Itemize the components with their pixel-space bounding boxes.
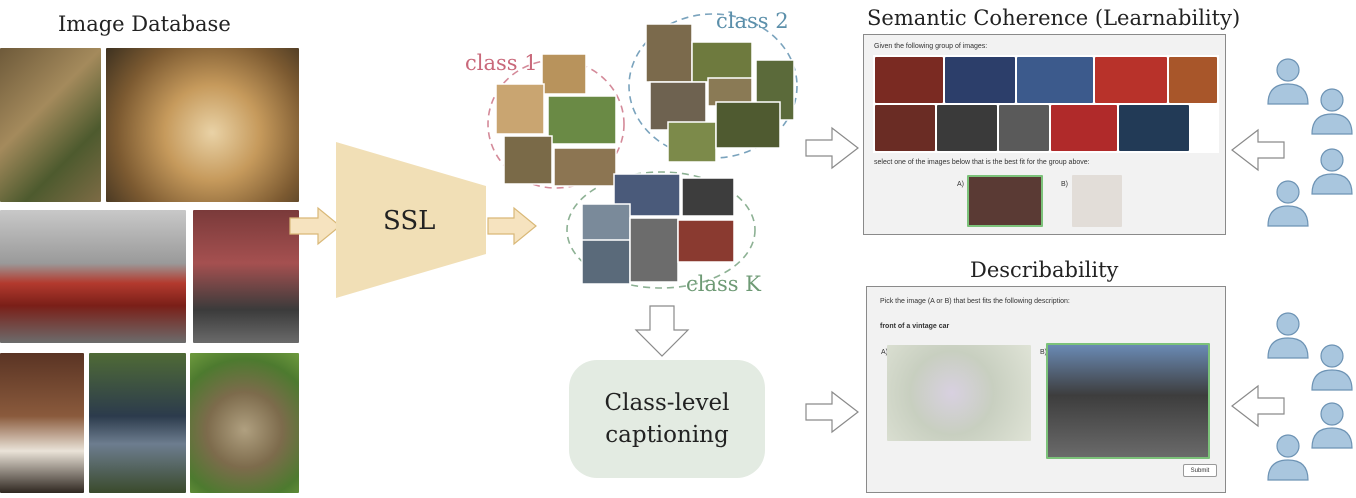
person-icon xyxy=(1267,180,1309,227)
describability-panel: Pick the image (A or B) that best fits t… xyxy=(866,286,1226,493)
arrow-annotators-to-semantic xyxy=(1231,128,1285,172)
describability-option-b-image[interactable] xyxy=(1046,343,1210,459)
class-1-thumb xyxy=(553,147,617,187)
semantic-option-a-image[interactable] xyxy=(967,175,1043,227)
semantic-coherence-panel: Given the following group of images: sel… xyxy=(863,34,1226,235)
class-1-thumb xyxy=(495,83,545,135)
class-2-label: class 2 xyxy=(716,9,789,33)
class-2-thumb xyxy=(715,101,781,149)
arrow-ssl-to-clusters xyxy=(487,206,537,246)
ssl-label: SSL xyxy=(383,206,436,236)
class-k-thumb xyxy=(677,219,735,263)
submit-button[interactable]: Submit xyxy=(1183,464,1217,477)
captioning-line-1: Class-level xyxy=(604,390,730,416)
arrow-annotators-to-describability xyxy=(1231,384,1285,428)
class-k-thumb xyxy=(681,177,735,217)
person-icon xyxy=(1267,58,1309,105)
class-2-thumb xyxy=(645,23,693,83)
group-car-thumb xyxy=(1169,57,1217,103)
truck-image xyxy=(89,353,186,493)
describability-option-a-image[interactable] xyxy=(887,345,1031,441)
semantic-prompt: Given the following group of images: xyxy=(874,43,988,50)
class-1-thumb xyxy=(541,53,587,95)
describability-prompt: Pick the image (A or B) that best fits t… xyxy=(880,298,1070,305)
group-car-thumb xyxy=(1095,57,1167,103)
captioning-line-2: captioning xyxy=(605,422,729,448)
describability-description: front of a vintage car xyxy=(880,323,950,330)
describability-title: Describability xyxy=(970,258,1119,282)
dessert-image xyxy=(0,353,84,493)
person-icon xyxy=(1267,434,1309,481)
group-car-thumb xyxy=(1051,105,1117,151)
group-car-thumb xyxy=(875,57,943,103)
cheetah-image xyxy=(106,48,299,202)
semantic-option-a-label: A) xyxy=(957,181,964,188)
class-k-thumb xyxy=(629,217,679,283)
describability-option-a-label: A) xyxy=(881,349,888,356)
class-1-label: class 1 xyxy=(465,51,538,75)
group-car-thumb xyxy=(945,57,1015,103)
semantic-option-b-image[interactable] xyxy=(1072,175,1122,227)
arrow-db-to-ssl xyxy=(289,206,341,246)
person-icon xyxy=(1311,402,1353,449)
sloth-image xyxy=(0,48,101,202)
class-2-thumb xyxy=(691,41,753,83)
arrow-clusters-to-captioning xyxy=(634,305,690,357)
wasp-nest-image xyxy=(190,353,299,493)
group-car-thumb xyxy=(999,105,1049,151)
class-2-thumb xyxy=(667,121,717,163)
class-k-thumb xyxy=(581,203,631,243)
person-icon xyxy=(1311,88,1353,135)
ssl-encoder-shape xyxy=(336,142,486,298)
arrow-to-describability-panel xyxy=(805,390,859,434)
image-database-title: Image Database xyxy=(58,12,231,36)
class-k-cluster xyxy=(566,171,756,289)
person-icon xyxy=(1311,344,1353,391)
class-1-thumb xyxy=(547,95,617,145)
person-icon xyxy=(1267,312,1309,359)
gymnast-image xyxy=(193,210,299,343)
group-car-thumb xyxy=(875,105,935,151)
class-k-thumb xyxy=(581,239,631,285)
class-1-cluster xyxy=(487,59,625,189)
group-car-thumb xyxy=(1017,57,1093,103)
person-icon xyxy=(1311,148,1353,195)
semantic-coherence-title: Semantic Coherence (Learnability) xyxy=(867,6,1241,30)
arrow-to-semantic-panel xyxy=(805,126,859,170)
describability-option-b-label: B) xyxy=(1040,349,1047,356)
semantic-group-frame xyxy=(873,55,1219,153)
class-k-label: class K xyxy=(686,272,761,296)
class-level-captioning-box: Class-level captioning xyxy=(569,360,765,478)
class-1-thumb xyxy=(503,135,553,185)
group-car-thumb xyxy=(1119,105,1189,151)
semantic-option-b-label: B) xyxy=(1061,181,1068,188)
class-k-thumb xyxy=(613,173,681,217)
semantic-instruction: select one of the images below that is t… xyxy=(874,159,1090,166)
group-car-thumb xyxy=(937,105,997,151)
car-image xyxy=(0,210,186,343)
